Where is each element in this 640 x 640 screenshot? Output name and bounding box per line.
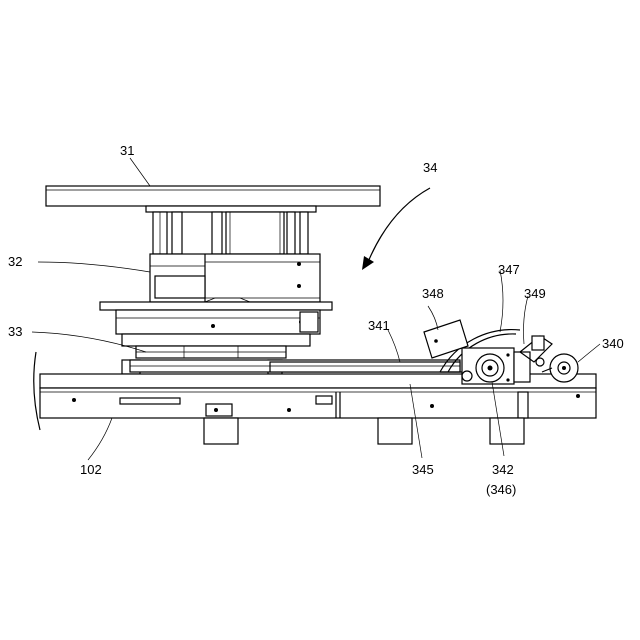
base-feet (204, 418, 524, 444)
label-348: 348 (422, 286, 444, 301)
table-plate-31 (46, 186, 380, 212)
label-102: 102 (80, 462, 102, 477)
label-32: 32 (8, 254, 22, 269)
label-341: 341 (368, 318, 390, 333)
plate-348 (424, 320, 468, 358)
label-31: 31 (120, 143, 134, 158)
housing-block-32 (150, 254, 320, 302)
support-columns (153, 212, 308, 254)
label-346: (346) (486, 482, 516, 497)
label-349: 349 (524, 286, 546, 301)
mount-plate (100, 302, 332, 334)
label-33: 33 (8, 324, 22, 339)
motor-342 (462, 348, 530, 384)
label-347: 347 (498, 262, 520, 277)
label-342: 342 (492, 462, 514, 477)
label-340: 340 (602, 336, 624, 351)
label-345: 345 (412, 462, 434, 477)
label-34: 34 (423, 160, 437, 175)
